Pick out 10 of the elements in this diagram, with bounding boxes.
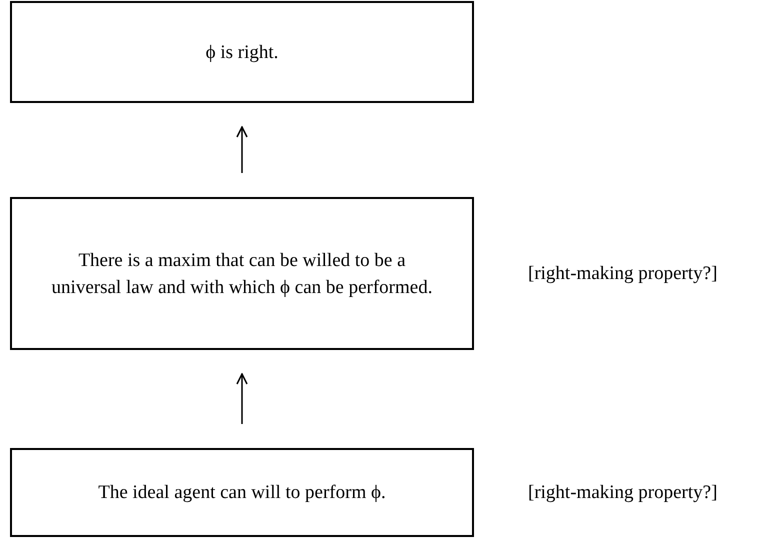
arrow xyxy=(236,126,248,173)
text-box xyxy=(10,448,474,537)
arrow xyxy=(236,373,248,424)
statement-text: ϕ is right. xyxy=(206,40,278,64)
statement-text: The ideal agent can will to perform ϕ. xyxy=(98,481,386,505)
text-box xyxy=(10,1,474,103)
side-note: [right-making property?] xyxy=(528,262,718,286)
text-box xyxy=(10,197,474,350)
statement-text: There is a maxim that can be willed to be a universal law and with which ϕ can be performed. xyxy=(50,248,434,300)
side-note: [right-making property?] xyxy=(528,480,718,504)
